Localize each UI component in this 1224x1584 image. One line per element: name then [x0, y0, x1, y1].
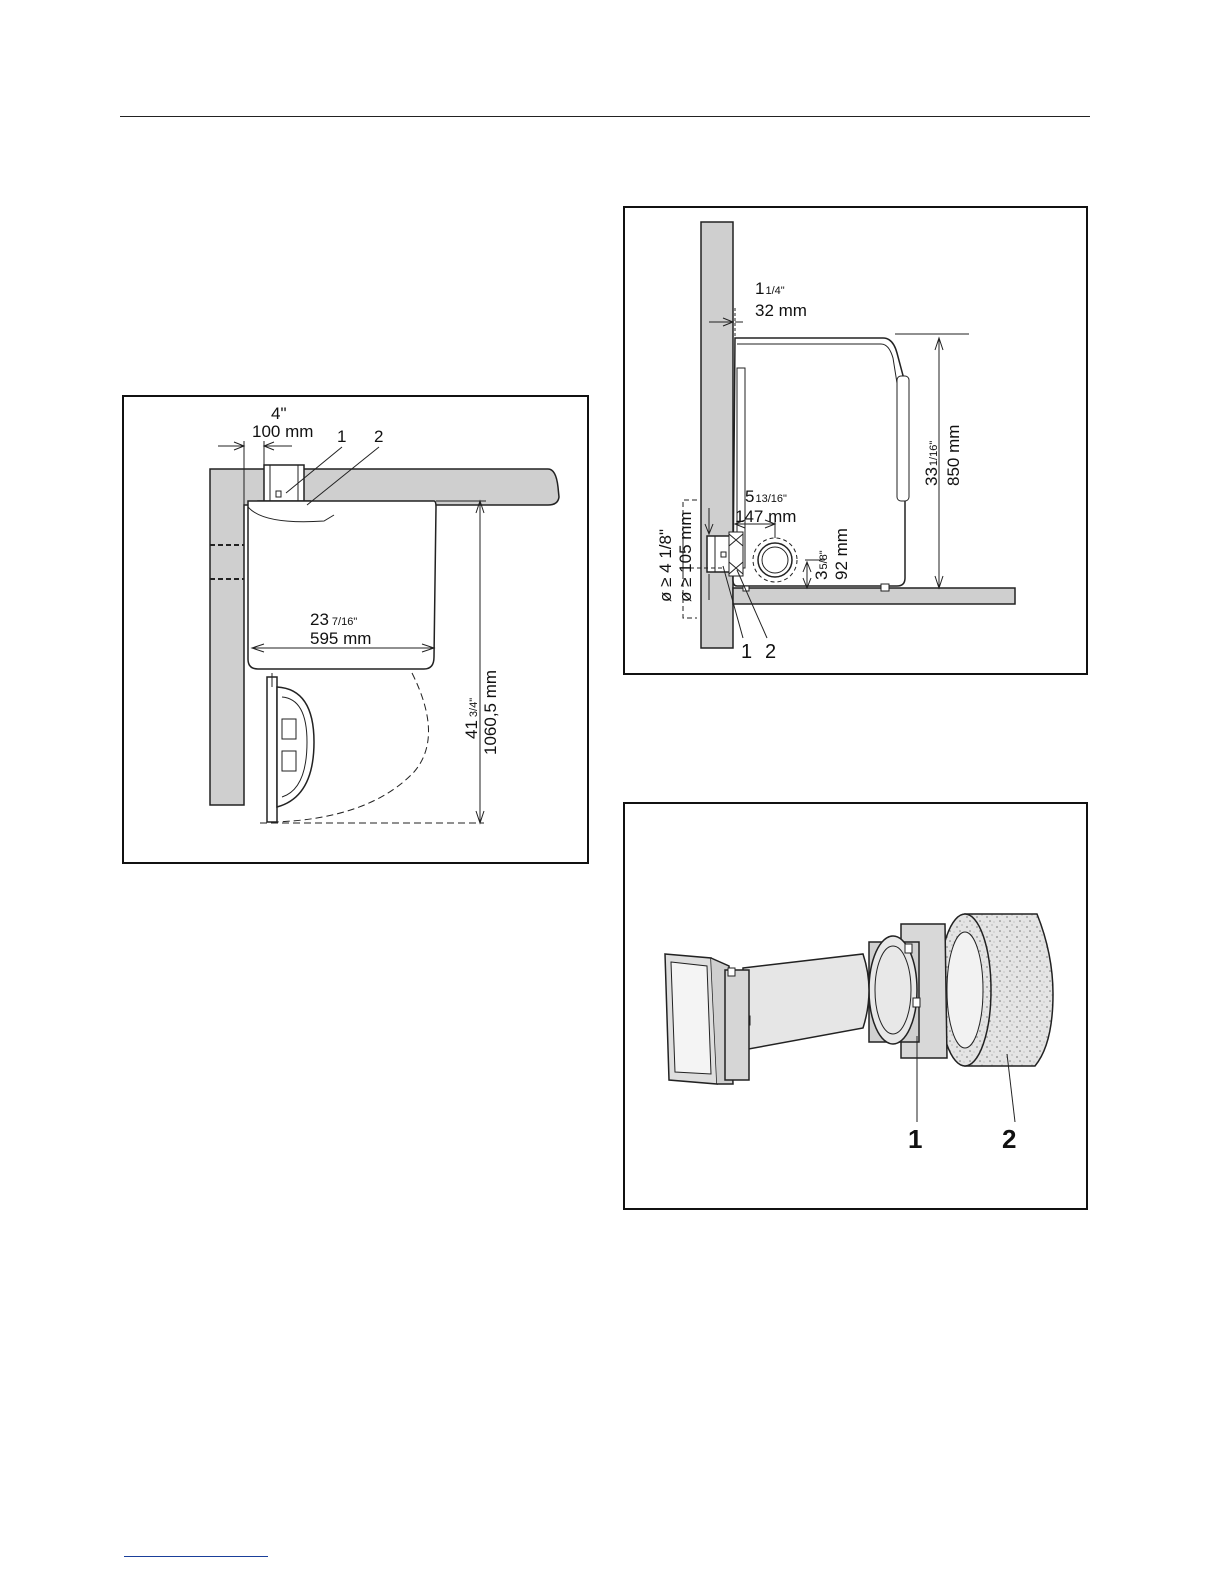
side-dim-wall-in-whole: 1 — [755, 279, 764, 298]
top-dim-depth-mm: 100 mm — [252, 422, 313, 441]
kit-callout-1: 1 — [908, 1124, 922, 1154]
top-dim-width-in-frac: 7/16" — [332, 616, 357, 628]
side-dim-height-mm: 850 mm — [944, 425, 963, 486]
side-dim-wall-mm: 32 mm — [755, 301, 807, 320]
wall-duct — [707, 532, 743, 576]
top-dim-depth-in: 4" — [271, 404, 287, 423]
side-dim-height-in-frac: 1/16" — [928, 441, 940, 466]
floor — [733, 588, 1015, 604]
vent-cap — [665, 954, 749, 1084]
side-dim-wall-in-frac: 1/4" — [765, 285, 784, 297]
side-dim-offset-in-frac: 13/16" — [755, 493, 787, 505]
top-dim-total-mm: 1060,5 mm — [481, 670, 500, 755]
duct-tube — [743, 954, 869, 1050]
footer-link-rule — [124, 1556, 268, 1557]
side-dim-diameter-in: ø ≥ 4 1/8" — [656, 529, 675, 602]
side-callout-2: 2 — [765, 641, 776, 663]
side-view-drawing: 11/4" 32 mm 513/16" 147 mm 35/8" 92 mm 3… — [625, 208, 1090, 677]
figure-duct-kit: 1 2 — [623, 802, 1088, 1210]
top-callout-1: 1 — [337, 427, 346, 446]
top-dim-width-mm: 595 mm — [310, 629, 371, 648]
svg-text:11/4": 11/4" — [755, 279, 785, 298]
foam-seal — [939, 914, 1053, 1066]
side-dim-offset-in-whole: 5 — [745, 487, 754, 506]
dryer-door — [267, 673, 314, 822]
wall-sleeve — [869, 924, 947, 1058]
header-rule — [120, 116, 1090, 117]
top-callout-2: 2 — [374, 427, 383, 446]
side-dim-vent-h-in-whole: 3 — [812, 571, 831, 580]
side-dim-offset-mm: 147 mm — [735, 507, 796, 526]
side-dim-vent-h-mm: 92 mm — [832, 528, 851, 580]
vent-outlet — [753, 538, 797, 582]
figure-side-view: 11/4" 32 mm 513/16" 147 mm 35/8" 92 mm 3… — [623, 206, 1088, 675]
dryer-body — [733, 338, 905, 586]
side-callout-1: 1 — [741, 641, 752, 663]
kit-callout-2: 2 — [1002, 1124, 1016, 1154]
side-dim-height-in-whole: 33 — [922, 467, 941, 486]
svg-text:413/4": 41 3/4" — [462, 698, 481, 739]
top-dim-width-in-whole: 23 — [310, 610, 329, 629]
top-dim-total-in-frac: 3/4" — [468, 698, 480, 717]
duct-kit-drawing: 1 2 — [625, 804, 1090, 1212]
top-dim-total-in-whole: 41 — [462, 720, 481, 739]
side-dim-vent-h-in-frac: 5/8" — [818, 550, 830, 569]
svg-text:331/16": 331/16" — [922, 441, 941, 486]
side-dim-diameter-mm: ø ≥ 105 mm — [676, 511, 695, 602]
